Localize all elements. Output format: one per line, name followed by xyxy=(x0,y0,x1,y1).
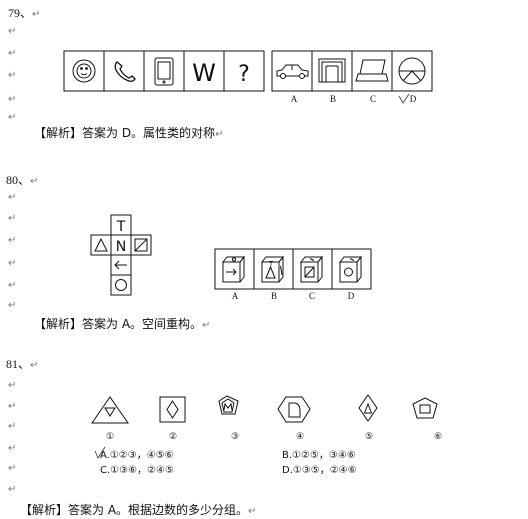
q79-seq-box-2 xyxy=(103,50,145,92)
cube-c-icon xyxy=(299,255,324,283)
q81-option-a: A.①②③，④⑤⑥ xyxy=(100,450,174,461)
q81-option-d: D.①③⑤，②④⑥ xyxy=(282,465,357,476)
question-79-number: 79、↵ xyxy=(8,6,41,20)
cube-a-icon xyxy=(221,255,246,283)
paragraph-mark: ↵ xyxy=(8,258,17,269)
q81-explanation: 【解析】答案为 A。根据边数的多少分组。↵ xyxy=(20,503,257,517)
q80-explanation: 【解析】答案为 A。空间重构。↵ xyxy=(34,317,211,331)
q80-cube-net: T N xyxy=(90,214,152,296)
paragraph-mark: ↵ xyxy=(8,443,17,454)
q79-option-label-a: A xyxy=(290,94,298,104)
paragraph-mark: ↵ xyxy=(8,401,17,412)
check-mark-icon xyxy=(94,446,106,459)
letter-w-icon: W xyxy=(192,59,216,87)
q81-option-c: C.①③⑥，②④⑤ xyxy=(100,465,174,476)
q81-figures xyxy=(91,394,438,424)
q79-option-label-d: D xyxy=(409,94,417,104)
cube-b-icon xyxy=(260,255,285,283)
paragraph-mark: ↵ xyxy=(8,94,17,105)
q81-figure-label-4: ④ xyxy=(295,431,305,441)
paragraph-mark: ↵ xyxy=(8,484,17,495)
q81-figure-label-5: ⑤ xyxy=(364,431,374,441)
cube-b-letter-t: T xyxy=(268,260,274,268)
paragraph-mark: ↵ xyxy=(8,300,17,311)
q80-option-label-c: C xyxy=(308,291,315,301)
q79-option-box-d xyxy=(391,50,433,92)
paragraph-mark: ↵ xyxy=(8,70,17,81)
q81-figure-label-2: ② xyxy=(168,431,178,441)
q80-option-label-a: A xyxy=(231,291,239,301)
q80-option-label-b: B xyxy=(270,291,277,301)
smiley-face-icon xyxy=(72,59,96,83)
left-arrow-icon xyxy=(114,260,127,270)
paragraph-mark: ↵ xyxy=(8,280,17,291)
pie-circle-icon xyxy=(398,57,426,85)
slashed-square-icon xyxy=(134,238,148,252)
triangle-icon xyxy=(94,237,108,252)
q81-figure-label-3: ③ xyxy=(230,431,240,441)
q80-cube-options: T xyxy=(214,248,372,290)
net-letter-t: T xyxy=(116,219,126,235)
q79-option-box-b xyxy=(311,50,353,92)
q80-option-label-d: D xyxy=(347,291,355,301)
m-in-pentagon-icon xyxy=(218,395,239,415)
paragraph-mark: ↵ xyxy=(8,235,17,246)
car-icon xyxy=(276,64,309,79)
q79-option-label-b: B xyxy=(329,94,336,104)
phone-icon xyxy=(114,61,136,82)
q81-option-b: B.①②⑤，③④⑥ xyxy=(282,450,356,461)
paragraph-mark: ↵ xyxy=(8,192,17,203)
d-shape-in-hexagon-icon xyxy=(277,396,311,423)
paragraph-mark: ↵ xyxy=(8,463,17,474)
question-80-number: 80、↵ xyxy=(6,173,39,187)
laptop-icon xyxy=(355,59,389,82)
q79-seq-box-5 xyxy=(223,50,265,92)
question-mark-icon: ? xyxy=(238,62,250,87)
square-in-pentagon-icon xyxy=(412,397,438,419)
q79-explanation: 【解析】答案为 D。属性类的对称↵ xyxy=(34,126,224,140)
paragraph-mark: ↵ xyxy=(8,421,17,432)
circle-icon xyxy=(115,279,127,291)
net-letter-n: N xyxy=(116,239,126,255)
door-frame-icon xyxy=(318,58,346,83)
q81-figure-label-6: ⑥ xyxy=(433,431,443,441)
q81-figure-label-1: ① xyxy=(105,431,115,441)
diamond-in-square-icon xyxy=(159,396,186,423)
q79-figure: W ? xyxy=(63,50,433,92)
triangle-in-triangle-icon xyxy=(91,396,129,424)
paragraph-mark: ↵ xyxy=(8,48,17,59)
paragraph-mark: ↵ xyxy=(8,213,17,224)
q79-option-box-c xyxy=(351,50,393,92)
paragraph-mark: ↵ xyxy=(8,26,17,37)
check-mark-icon xyxy=(398,93,410,104)
paragraph-mark: ↵ xyxy=(8,112,17,123)
q79-seq-box-1 xyxy=(63,50,105,92)
paragraph-mark: ↵ xyxy=(8,380,17,391)
triangle-in-diamond-icon xyxy=(358,394,378,422)
question-81-number: 81、↵ xyxy=(6,357,39,371)
q79-option-label-c: C xyxy=(369,94,376,104)
tablet-icon xyxy=(154,57,174,86)
cube-d-icon xyxy=(338,255,363,283)
